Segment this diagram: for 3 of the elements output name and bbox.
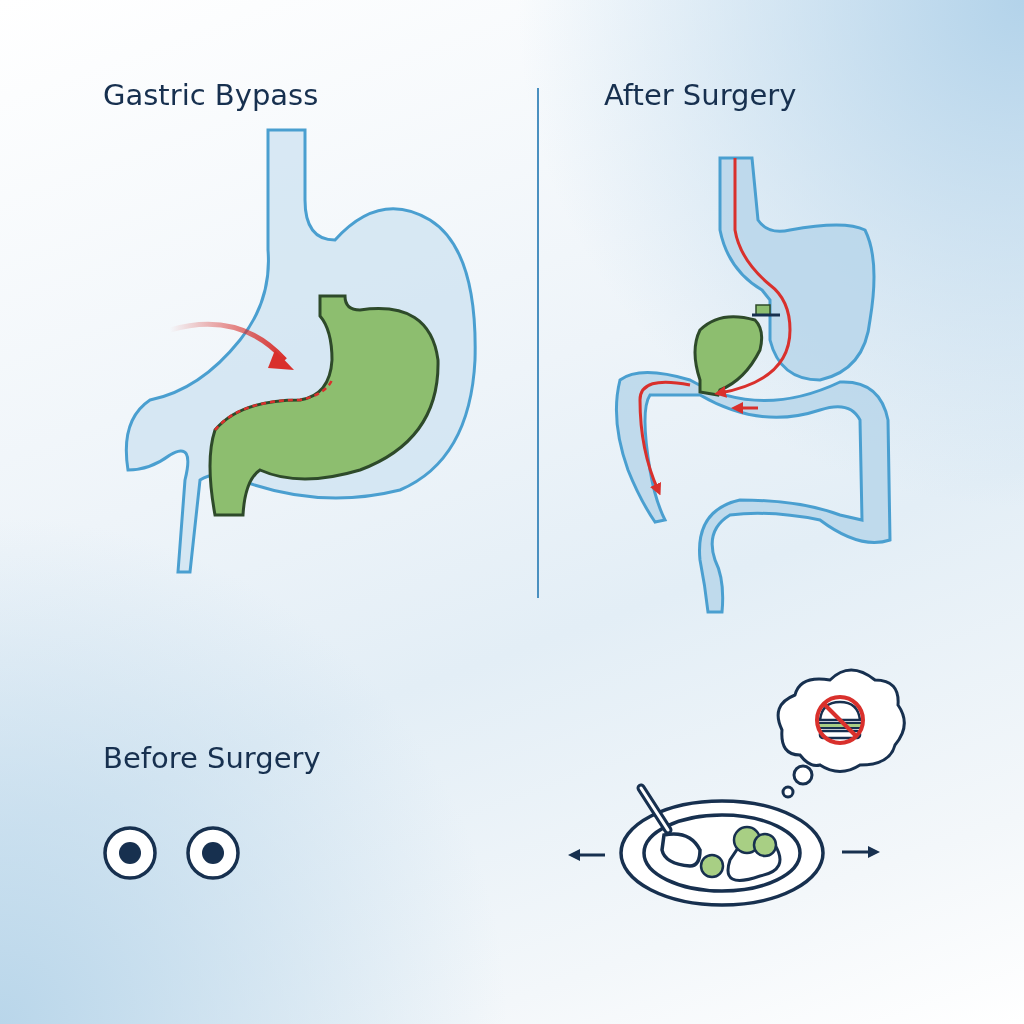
heading: Gastric Bypass: [103, 78, 319, 113]
heading: Before Surgery: [103, 741, 321, 776]
heading: After Surgery: [604, 78, 797, 113]
